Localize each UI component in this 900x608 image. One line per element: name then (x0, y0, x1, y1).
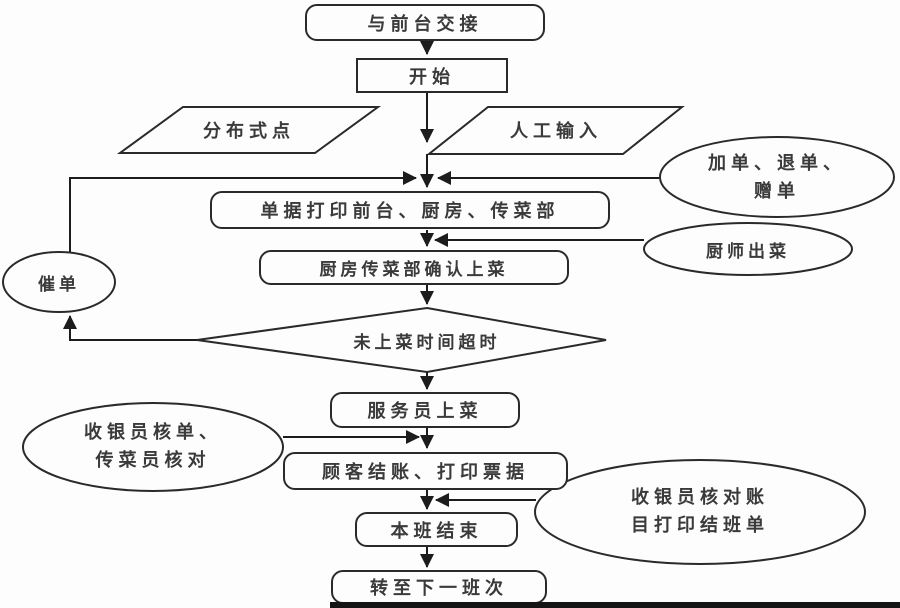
node-kitchen-confirm-label: 厨房传菜部确认上菜 (319, 260, 509, 279)
distributed-order-shape (116, 106, 382, 154)
chef-serve-shape (643, 222, 853, 276)
node-waiter-serve: 服务员上菜 (330, 392, 520, 428)
node-manual-input: 人工输入 (456, 113, 656, 147)
node-urge-order-label: 催单 (38, 274, 80, 294)
node-handover-label: 与前台交接 (367, 13, 483, 34)
node-shift-end-label: 本班结束 (390, 520, 483, 541)
node-waiter-serve-label: 服务员上菜 (367, 401, 483, 421)
node-timeout-check: 未上菜时间超时 (292, 325, 562, 355)
node-print-orders: 单据打印前台、厨房、传菜部 (210, 191, 610, 229)
node-order-changes-line1: 加单、退单、 (708, 153, 846, 174)
bottom-crop-bar (330, 602, 900, 608)
node-urge-order: 催单 (3, 268, 115, 296)
node-shift-report-line2: 目打印结班单 (631, 515, 769, 535)
urge-order-shape (2, 251, 116, 313)
node-cashier-verify-line2: 传菜员核对 (95, 450, 211, 470)
node-cashier-verify: 收银员核单、 传菜员核对 (23, 417, 283, 477)
node-checkout: 顾客结账、打印票据 (283, 452, 568, 490)
node-shift-report: 收银员核对账 目打印结班单 (535, 482, 865, 542)
manual-input-shape (426, 106, 685, 155)
node-shift-report-line1: 收银员核对账 (631, 487, 769, 508)
node-distributed-order-label: 分布式点 (203, 121, 295, 141)
node-cashier-verify-line1: 收银员核单、 (84, 422, 222, 443)
node-next-shift-label: 转至下一班次 (370, 578, 508, 598)
node-kitchen-confirm: 厨房传菜部确认上菜 (259, 250, 569, 285)
node-start: 开始 (356, 58, 508, 93)
node-start-label: 开始 (409, 66, 455, 87)
node-order-changes-line2: 赠单 (754, 181, 800, 201)
node-chef-serve: 厨师出菜 (645, 235, 851, 263)
node-distributed-order: 分布式点 (149, 113, 349, 147)
shift-report-shape (534, 459, 866, 565)
node-handover: 与前台交接 (305, 4, 545, 41)
node-order-changes: 加单、退单、 赠单 (660, 147, 894, 209)
cashier-verify-shape (22, 402, 284, 492)
node-timeout-check-label: 未上菜时间超时 (353, 332, 501, 352)
node-next-shift: 转至下一班次 (331, 570, 547, 604)
node-checkout-label: 顾客结账、打印票据 (322, 462, 529, 482)
node-chef-serve-label: 厨师出菜 (706, 241, 790, 261)
node-shift-end: 本班结束 (355, 512, 518, 547)
order-changes-shape (659, 136, 895, 218)
node-manual-input-label: 人工输入 (510, 121, 602, 141)
node-print-orders-label: 单据打印前台、厨房、传菜部 (260, 201, 560, 221)
